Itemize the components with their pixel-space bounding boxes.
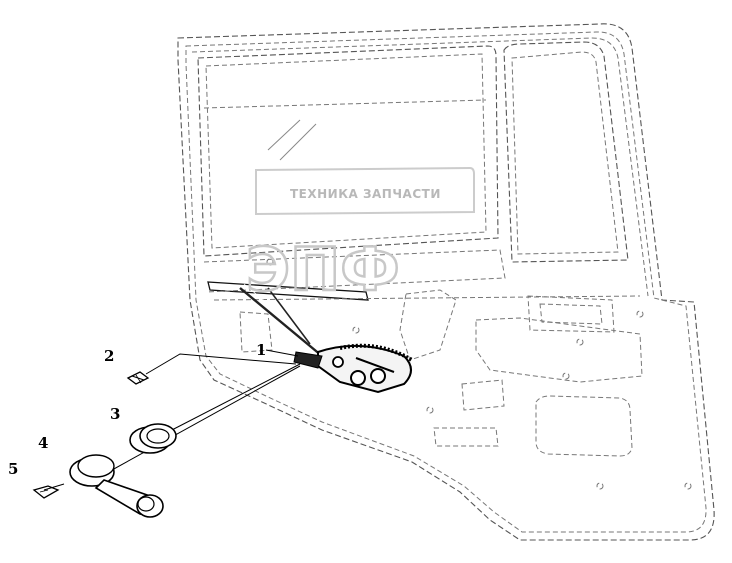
assembly-leaders [111, 349, 301, 471]
bushing-part-3 [129, 423, 177, 454]
door-outline [177, 23, 715, 541]
crank-handle-part-4 [69, 454, 164, 518]
watermark-text: ТЕХНИКА ЗАПЧАСТИ [290, 187, 441, 201]
screw-part-5 [32, 483, 65, 499]
watermark: ТЕХНИКА ЗАПЧАСТИ ЭПФ [245, 166, 475, 306]
callout-2: 2 [104, 347, 114, 365]
callout-1: 1 [256, 341, 266, 359]
window-regulator [239, 283, 414, 394]
glass-channel [203, 249, 641, 301]
watermark-logo: ЭПФ [246, 235, 400, 305]
screw-part-2 [126, 371, 150, 385]
callout-labels: 1 2 3 4 5 [8, 341, 266, 478]
callout-5: 5 [8, 460, 18, 478]
callout-4: 4 [38, 434, 48, 452]
inner-panel-features [239, 258, 692, 490]
quarter-window-frame [503, 41, 629, 263]
callout-3: 3 [110, 405, 120, 423]
window-frame [197, 45, 499, 257]
